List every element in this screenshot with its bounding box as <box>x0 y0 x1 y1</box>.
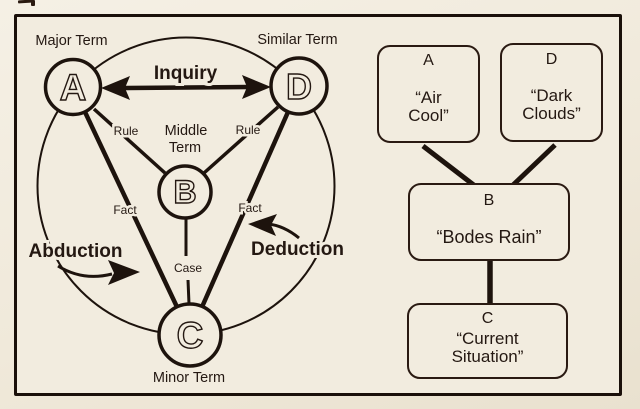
abduction-arrowhead <box>108 260 140 285</box>
node-c-letter: C <box>177 315 204 356</box>
label-rule-right: Rule <box>236 123 261 137</box>
term-box-d-line2: Clouds” <box>522 104 581 123</box>
edge-a-c-fact <box>82 111 180 308</box>
term-box-a: A “Air Cool” <box>377 45 480 143</box>
deduction-arrowhead <box>248 214 277 236</box>
term-box-d-text: “Dark Clouds” <box>502 87 601 123</box>
abduction-arrow-shaft <box>57 264 113 278</box>
label-deduction: Deduction <box>251 239 344 260</box>
term-box-b-text: “Bodes Rain” <box>410 228 568 246</box>
edge-d-c-fact <box>199 111 291 308</box>
node-d-circle <box>269 56 329 116</box>
term-box-c-id: C <box>481 310 494 327</box>
node-a-letter: A <box>60 67 87 108</box>
inquiry-arrowhead-right <box>242 75 271 99</box>
label-major-term: Major Term <box>35 33 107 49</box>
label-abduction: Abduction <box>29 241 123 262</box>
connector-boxa-boxb <box>421 144 477 188</box>
edge-b-c-case-lower <box>186 279 191 305</box>
label-fact-right: Fact <box>238 201 262 215</box>
scan-artifact <box>31 0 35 6</box>
term-box-c: C “Current Situation” <box>407 303 568 379</box>
node-c-circle <box>157 302 223 368</box>
edge-d-b-rule <box>202 105 280 175</box>
term-box-b-line1: “Bodes Rain” <box>436 227 542 247</box>
label-middle-term-line2: Term <box>169 140 201 156</box>
node-b-circle <box>157 164 213 220</box>
label-rule-left: Rule <box>114 124 139 138</box>
inquiry-arrow-shaft <box>123 84 249 91</box>
inquiry-arrowhead-left <box>101 76 130 100</box>
label-inquiry: Inquiry <box>154 63 218 84</box>
term-box-c-line2: Situation” <box>451 347 524 366</box>
label-fact-left: Fact <box>113 203 137 217</box>
term-box-d: D “Dark Clouds” <box>500 43 603 142</box>
term-box-c-text: “Current Situation” <box>409 330 566 366</box>
node-b-letter: B <box>173 174 196 210</box>
node-a-circle <box>43 57 103 117</box>
term-box-d-id: D <box>545 51 558 68</box>
term-box-a-line2: Cool” <box>408 106 449 125</box>
label-similar-term: Similar Term <box>257 32 337 48</box>
term-box-b-id: B <box>483 192 495 209</box>
term-box-a-line1: “Air <box>415 88 442 107</box>
term-box-c-line1: “Current <box>456 329 519 348</box>
connector-boxd-boxb <box>510 143 557 188</box>
edge-a-b-rule <box>92 107 167 175</box>
node-d-letter: D <box>286 66 312 107</box>
label-minor-term: Minor Term <box>153 370 225 386</box>
term-box-b: B “Bodes Rain” <box>408 183 570 261</box>
term-box-a-id: A <box>423 52 434 69</box>
label-case: Case <box>174 261 202 275</box>
term-box-a-text: “Air Cool” <box>379 89 478 125</box>
term-box-d-line1: “Dark <box>530 86 573 105</box>
label-middle-term-line1: Middle <box>165 123 208 139</box>
